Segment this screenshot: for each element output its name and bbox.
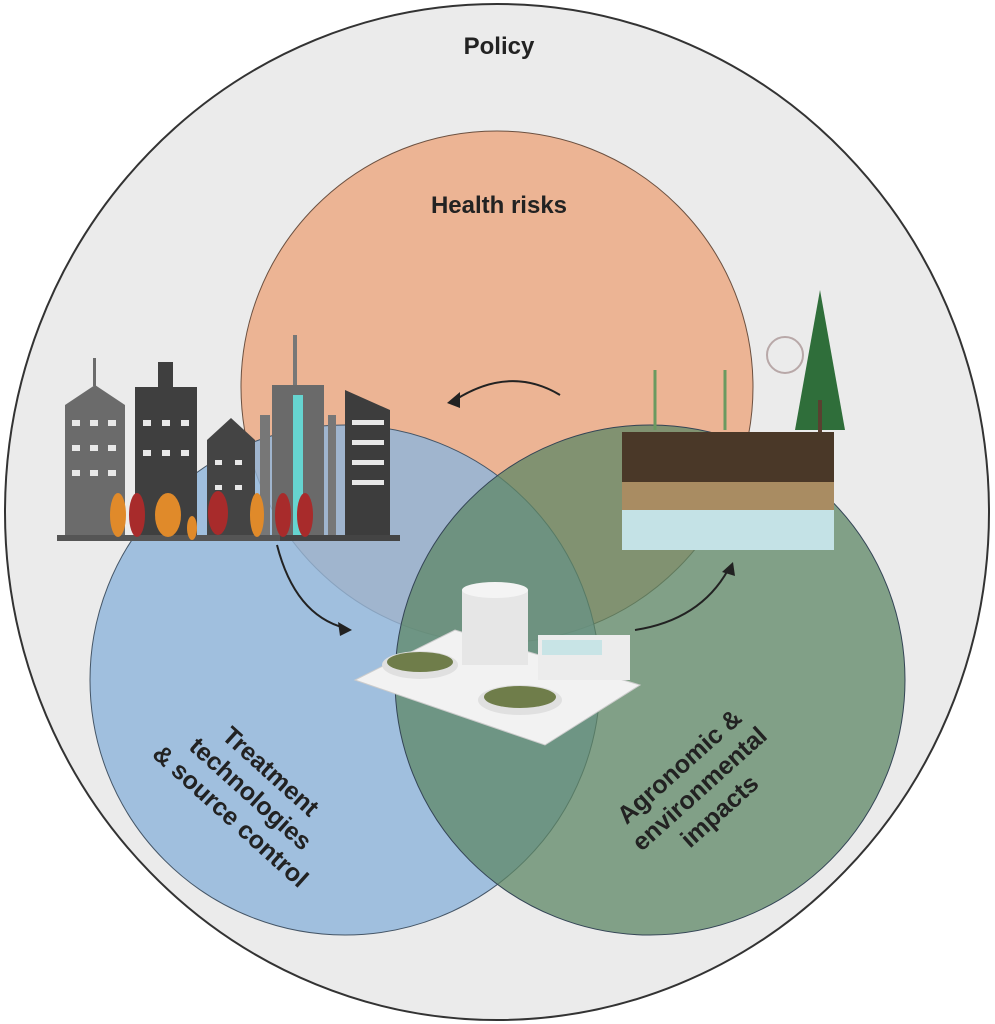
treatment-plant-illustration	[353, 582, 642, 746]
policy-label: Policy	[464, 33, 535, 60]
people-icons	[110, 491, 313, 540]
health-risks-label: Health risks	[431, 192, 567, 219]
city-illustration	[57, 335, 400, 541]
flow-arrows	[276, 380, 735, 636]
arrow-city-to-plant	[276, 544, 346, 629]
arrow-soil-to-city	[454, 380, 561, 401]
arrow-plant-to-soil	[634, 569, 729, 631]
soil-plants-illustration	[622, 290, 845, 550]
